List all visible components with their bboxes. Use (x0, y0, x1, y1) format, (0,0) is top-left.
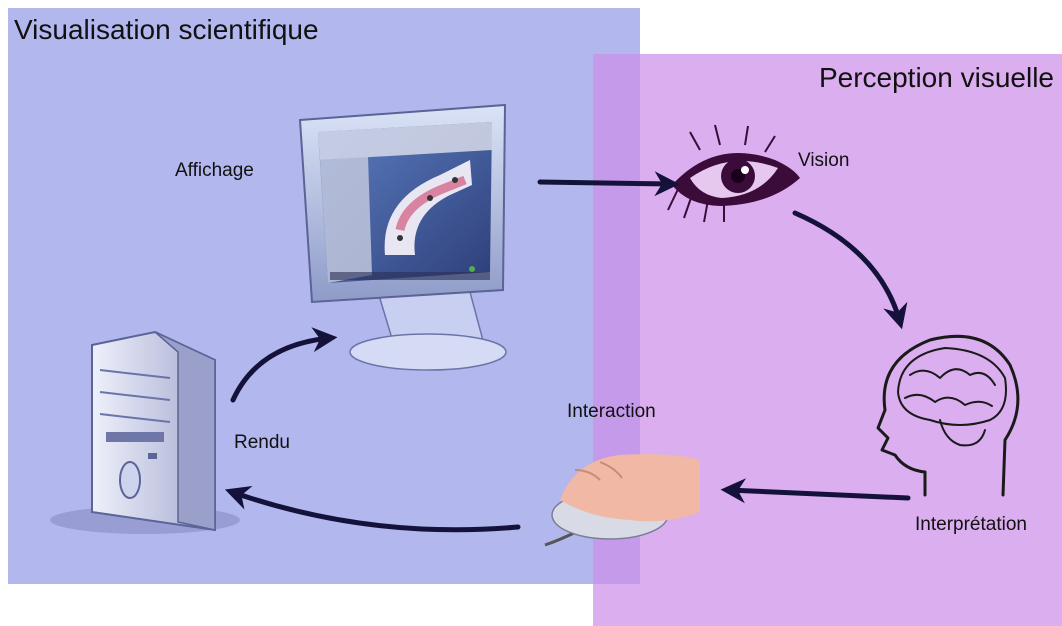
label-vision: Vision (798, 150, 850, 171)
label-interpretation: Interprétation (915, 514, 1027, 535)
arrow-interaction-to-render (224, 485, 521, 533)
arrow-display-to-vision (537, 171, 680, 197)
label-interaction: Interaction (567, 401, 656, 422)
monitor-icon (298, 103, 507, 371)
brain-head-icon (876, 334, 1020, 497)
flow-arrows (224, 171, 911, 533)
scientific-visualization-title: Visualisation scientifique (14, 14, 319, 45)
eye-icon (667, 124, 800, 223)
label-display: Affichage (175, 160, 254, 181)
arrow-render-to-display (230, 327, 338, 403)
arrow-vision-to-interpretation (792, 210, 908, 330)
visual-perception-title: Perception visuelle (818, 62, 1054, 93)
arrow-interpretation-to-interaction (720, 478, 911, 504)
computer-tower-icon (50, 330, 240, 534)
label-render: Rendu (234, 432, 290, 453)
mouse-hand-icon (544, 454, 700, 547)
